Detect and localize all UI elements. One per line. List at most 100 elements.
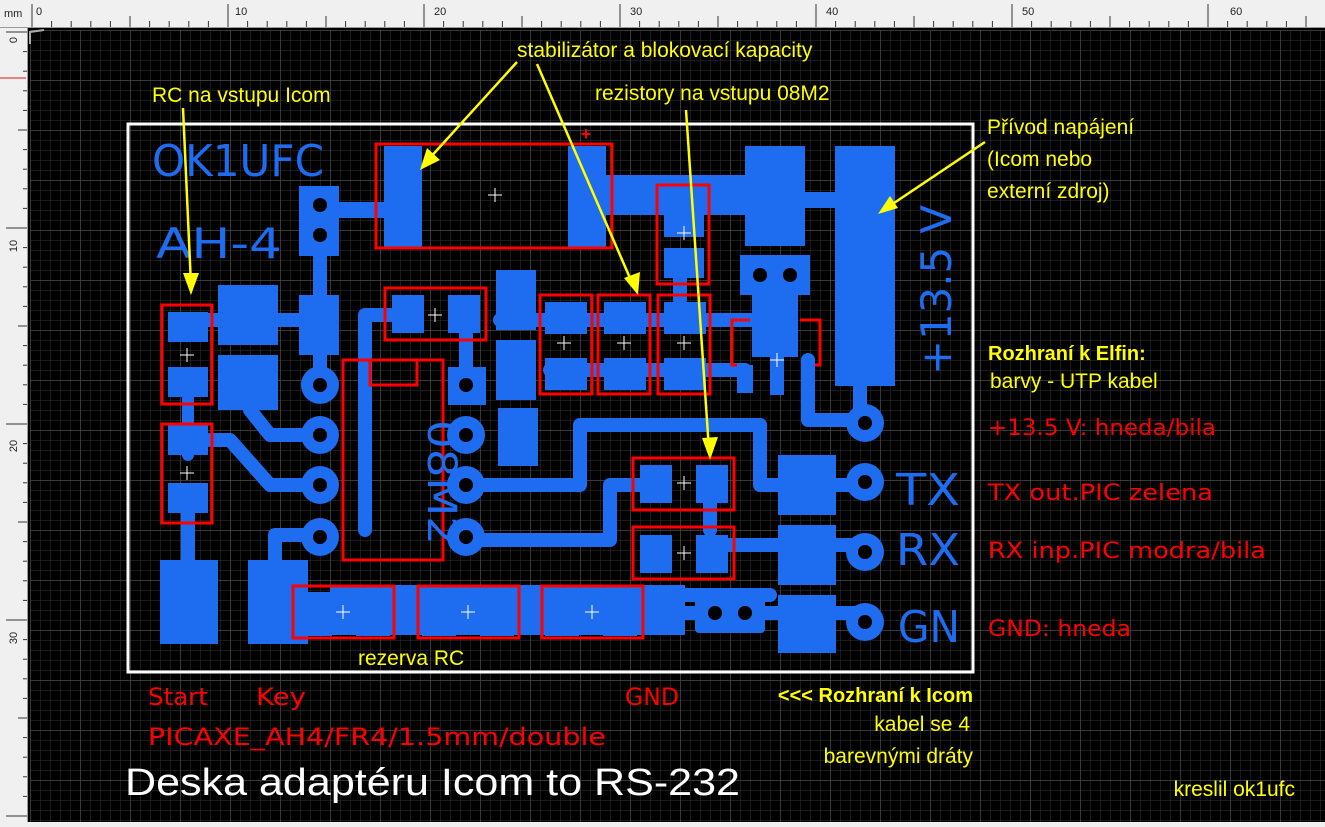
voltage-label-text: +13.5 V	[912, 205, 961, 375]
polarity-marker: +	[581, 124, 592, 144]
annotation-icom-line-2: barevnými dráty	[824, 745, 974, 768]
trace	[203, 433, 327, 492]
outline-cap	[655, 183, 711, 286]
pad-header	[299, 186, 339, 256]
arrowhead	[878, 196, 898, 214]
arrowhead	[420, 148, 440, 170]
arrow-rc-input	[181, 107, 193, 286]
connector-label-start: Start	[148, 683, 208, 711]
pad-jumper	[695, 595, 765, 633]
trace	[801, 353, 867, 427]
drill-hole	[753, 268, 767, 282]
board-name-text: OK1UFC	[152, 136, 324, 187]
smd-pad	[696, 535, 728, 573]
drill-hole	[858, 545, 872, 559]
center-cross	[180, 466, 194, 480]
wire-label-tx: TX out.PIC zelena	[987, 481, 1213, 506]
drill-hole	[313, 478, 327, 492]
annotation-stabilizer: stabilizátor a blokovací kapacity	[517, 39, 813, 62]
smd-pad	[168, 367, 208, 397]
annotation-power-line-2: (Icom nebo	[987, 148, 1092, 171]
trace	[459, 478, 647, 547]
pad-square	[299, 295, 339, 355]
ruler-top-label-0: 0	[36, 6, 42, 18]
ruler-top-label-50: 50	[1022, 6, 1034, 18]
trace	[459, 418, 807, 492]
annotation-resistors: rezistory na vstupu 08M2	[595, 82, 830, 105]
smd-pad	[168, 425, 208, 455]
smd-pad	[392, 295, 424, 333]
annotation-author: kreslil ok1ufc	[1174, 778, 1295, 801]
wire-label-13v: +13.5 V: hneda/bila	[988, 416, 1216, 441]
annotation-text: RC na vstupu Icom stabilizátor a blokova…	[152, 39, 1295, 801]
smd-pad	[640, 465, 672, 503]
annotation-arrows	[181, 61, 986, 451]
smd-pad	[640, 535, 672, 573]
center-cross	[180, 348, 194, 362]
pad-square	[496, 270, 536, 330]
pcb-canvas[interactable]: + OK1UFC AH-4 08M2 +13.5 V TX RX GN	[28, 28, 1325, 822]
smd-pad	[696, 465, 728, 503]
pad-cap-large	[745, 146, 805, 246]
ic-label-text: 08M2	[418, 420, 464, 545]
smd-pad	[604, 358, 646, 390]
pad-rx	[778, 525, 836, 585]
outline-rc1	[160, 303, 214, 406]
annotation-elfin-title: Rozhraní k Elfin:	[988, 343, 1146, 365]
center-cross	[336, 605, 350, 619]
center-cross	[770, 353, 784, 367]
smd-pad	[664, 358, 706, 390]
pad-gnd-link	[640, 585, 685, 635]
drill-hole	[313, 428, 327, 442]
outline-c3	[656, 293, 712, 396]
ruler-left-ticks	[6, 31, 27, 817]
board-edge	[126, 122, 975, 674]
arrowhead	[624, 272, 640, 295]
arrowhead	[702, 437, 718, 460]
ruler-top-label-30: 30	[630, 6, 642, 18]
center-cross	[585, 605, 599, 619]
smd-pad	[448, 295, 480, 333]
pin-label-gnd: GN	[898, 602, 960, 653]
pad-small	[737, 365, 753, 393]
red-labels: +13.5 V: hneda/bila TX out.PIC zelena RX…	[148, 416, 1266, 751]
ruler-top[interactable]: mm 0 10 20 30 40 50 60	[0, 0, 1325, 28]
annotation-reserve-rc: rezerva RC	[358, 647, 464, 670]
ruler-unit-label: mm	[4, 8, 22, 20]
outline-transistor-left	[730, 318, 750, 367]
outline-r-rx	[631, 525, 736, 581]
ruler-left-svg: 0 10 20 30	[0, 28, 28, 822]
annotation-power-line-1: Přívod napájení	[987, 116, 1134, 139]
annotation-elfin-subtitle: barvy - UTP kabel	[990, 370, 1158, 393]
drill-hole	[459, 530, 473, 544]
drill-hole	[313, 198, 327, 212]
annotation-icom-line-1: kabel se 4	[874, 713, 970, 736]
smd-pad	[298, 592, 332, 636]
outline-transistor-right	[800, 318, 822, 367]
pad-large	[218, 355, 278, 410]
ruler-left-label-30: 30	[8, 632, 20, 644]
ruler-left-label-20: 20	[8, 440, 20, 452]
board-spec-label: PICAXE_AH4/FR4/1.5mm/double	[148, 723, 606, 751]
arrow-stabilizer-1	[427, 61, 518, 161]
ruler-top-label-60: 60	[1230, 6, 1242, 18]
pad-regulator-right	[568, 146, 606, 248]
origin-marker	[29, 29, 45, 44]
drill-hole	[459, 478, 473, 492]
drill-hole	[313, 228, 327, 242]
component-outlines	[160, 142, 822, 640]
ruler-left[interactable]: 0 10 20 30	[0, 28, 28, 822]
arrow-stabilizer-2	[535, 63, 635, 286]
copper-layer	[160, 146, 895, 653]
outline-r1	[383, 286, 488, 342]
center-cross	[488, 188, 502, 202]
arrowhead	[183, 273, 199, 295]
ruler-top-ticks	[31, 4, 1307, 27]
outline-r-tx	[631, 456, 736, 512]
center-cross	[677, 336, 691, 350]
arrow-power-in	[887, 140, 986, 209]
drill-holes	[313, 198, 872, 629]
drill-hole	[313, 530, 327, 544]
pad-regulator-left	[384, 146, 422, 248]
outline-ic-notch	[368, 358, 419, 387]
